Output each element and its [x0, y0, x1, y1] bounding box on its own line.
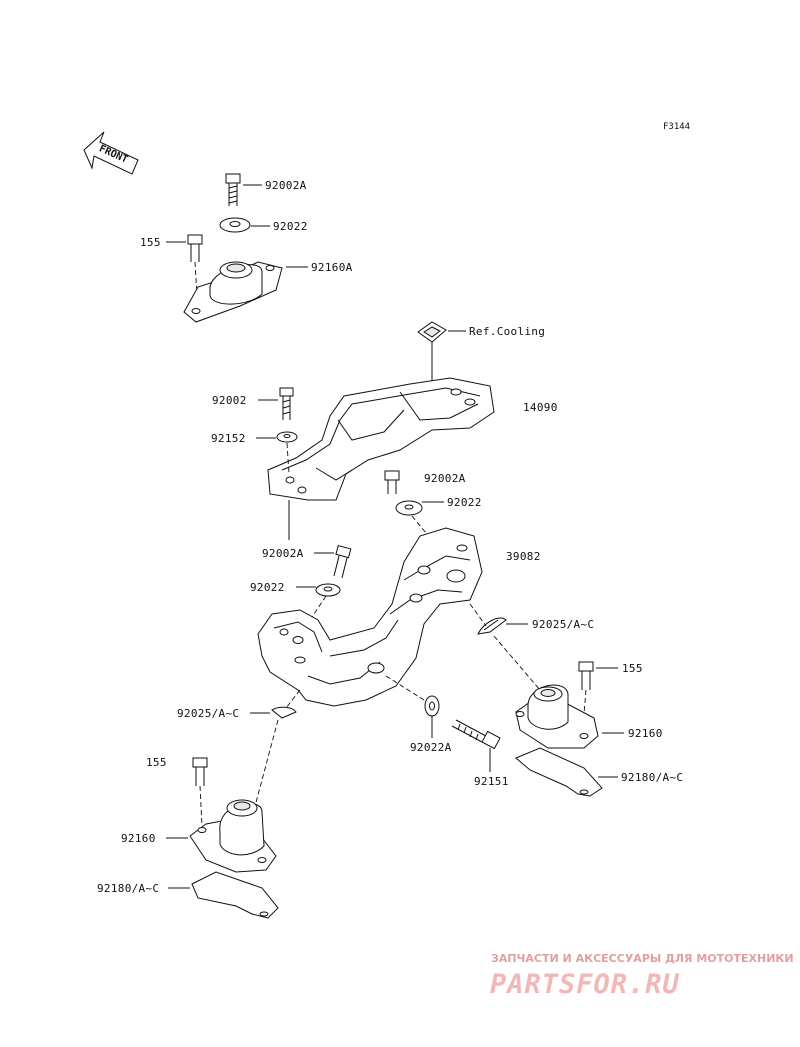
label-bracket-14090: 14090 — [523, 401, 558, 414]
label-bolt-155-left: 155 — [146, 756, 167, 769]
label-bolt-top: 92002A — [265, 179, 307, 192]
label-bolt-mid: 92002A — [424, 472, 466, 485]
bolt-92002a-top-icon — [225, 173, 241, 206]
bolt-92151-icon — [451, 719, 501, 750]
label-bolt-left: 92002A — [262, 547, 304, 560]
label-frame-39082: 39082 — [506, 550, 541, 563]
label-bolt-155-top: 155 — [140, 236, 161, 249]
plate-92180-left-icon — [191, 871, 279, 919]
engine-mount-92160-right-icon — [515, 684, 599, 749]
bolt-155-right-icon — [578, 661, 594, 690]
label-bolt-92002: 92002 — [212, 394, 247, 407]
bolt-155-left-icon — [192, 757, 208, 786]
label-washer-low: 92022A — [410, 741, 452, 754]
label-bolt-155-right: 155 — [622, 662, 643, 675]
bolt-92002a-mid-icon — [384, 470, 400, 494]
mount-frame-39082-icon — [257, 527, 483, 707]
washer-92022-top-icon — [219, 217, 251, 233]
label-washer-top: 92022 — [273, 220, 308, 233]
label-plate-right: 92180/A~C — [621, 771, 683, 784]
label-clip-left: 92025/A~C — [177, 707, 239, 720]
plate-92180-right-icon — [515, 747, 603, 797]
watermark-tagline: ЗАПЧАСТИ И АКСЕССУАРЫ ДЛЯ МОТОТЕХНИКИ — [491, 952, 794, 965]
label-plate-left: 92180/A~C — [97, 882, 159, 895]
label-washer-92152: 92152 — [211, 432, 246, 445]
bracket-14090-icon — [267, 377, 495, 501]
washer-92022-left-icon — [315, 583, 341, 597]
ref-cooling-icon — [417, 321, 447, 343]
washer-92022a-low-icon — [424, 695, 440, 717]
bolt-92002a-left-icon — [333, 544, 352, 579]
watermark-brand: PARTSFOR.RU — [490, 969, 680, 1000]
label-ref-cooling: Ref.Cooling — [469, 325, 545, 338]
clip-92025-left-icon — [271, 706, 297, 719]
washer-92022-mid-icon — [395, 500, 423, 516]
clip-92025-right-icon — [477, 617, 507, 635]
bolt-155-top-icon — [187, 234, 203, 262]
engine-mount-92160-left-icon — [189, 799, 277, 873]
label-mount-right: 92160 — [628, 727, 663, 740]
label-clip-right: 92025/A~C — [532, 618, 594, 631]
washer-92152-icon — [276, 431, 298, 443]
front-arrow-icon: FRONT — [83, 131, 139, 175]
label-washer-mid: 92022 — [447, 496, 482, 509]
label-mount-top: 92160A — [311, 261, 353, 274]
label-bolt-92151: 92151 — [474, 775, 509, 788]
label-washer-left: 92022 — [250, 581, 285, 594]
label-mount-left: 92160 — [121, 832, 156, 845]
engine-mount-92160a-icon — [183, 261, 283, 323]
figure-code: F3144 — [663, 122, 690, 132]
bolt-92002-icon — [279, 387, 294, 420]
